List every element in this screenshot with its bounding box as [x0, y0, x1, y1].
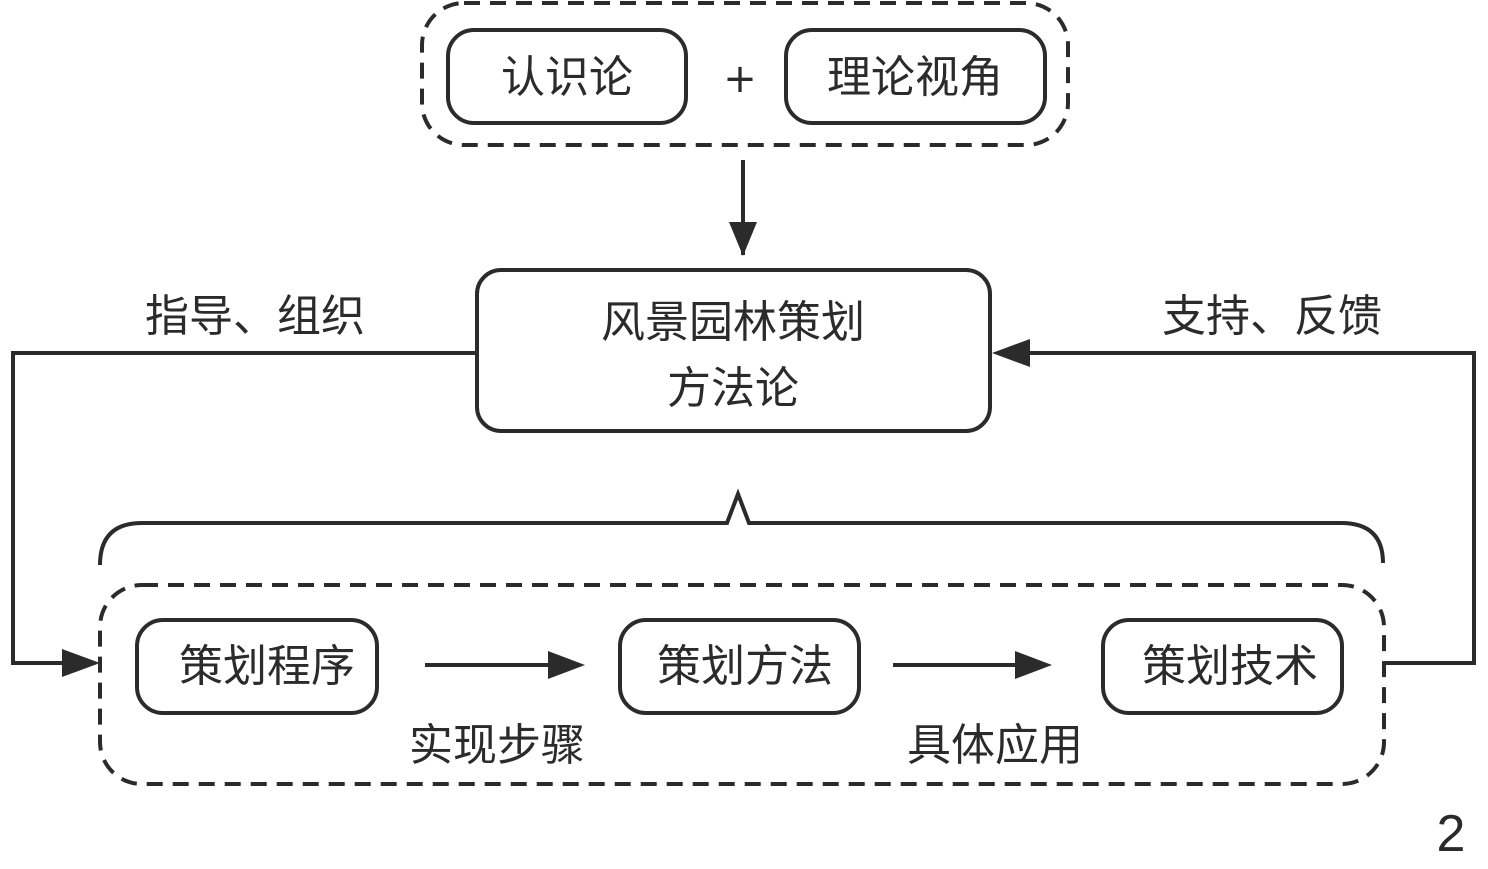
- implementation-steps-label: 实现步骤: [409, 720, 585, 771]
- guide-organize-connector: [11, 351, 477, 665]
- arrow-procedure-to-method-head: [548, 651, 585, 679]
- epistemology-label: 认识论: [501, 52, 633, 103]
- methodology-label-line2: 方法论: [667, 363, 799, 414]
- guide-organize-label: 指导、组织: [145, 291, 365, 342]
- support-feedback-label: 支持、反馈: [1162, 291, 1382, 342]
- bottom-group-dashed-border: [98, 583, 1386, 786]
- epistemology-box: [446, 28, 688, 125]
- bottom-group: 策划程序 实现步骤 策划方法 具体应用 策划技术: [98, 583, 1386, 786]
- methodology-node: 风景园林策划 方法论: [475, 268, 992, 433]
- top-group-dashed-border: [420, 1, 1070, 147]
- theoretical-perspective-box: [784, 28, 1047, 125]
- support-feedback-connector: [1020, 351, 1476, 665]
- planning-method-box: [618, 618, 861, 715]
- page-number: 2: [1437, 805, 1466, 863]
- specific-application-label: 具体应用: [907, 720, 1083, 771]
- methodology-label-line1: 风景园林策划: [601, 297, 865, 348]
- planning-procedure-label: 策划程序: [179, 641, 355, 692]
- methodology-box: [475, 268, 992, 433]
- theoretical-perspective-label: 理论视角: [827, 52, 1003, 103]
- support-feedback-arrowhead: [992, 339, 1030, 367]
- planning-procedure-box: [135, 618, 379, 715]
- grouping-brace: [98, 488, 1385, 566]
- plus-sign: +: [723, 56, 757, 102]
- arrow-method-to-technique-head: [1015, 651, 1052, 679]
- planning-technique-box: [1101, 618, 1344, 715]
- planning-method-label: 策划方法: [657, 641, 833, 692]
- top-group: 认识论 + 理论视角: [420, 1, 1070, 147]
- planning-technique-label: 策划技术: [1142, 641, 1318, 692]
- guide-organize-arrowhead: [62, 649, 100, 677]
- arrow-top-to-center-head: [729, 222, 757, 256]
